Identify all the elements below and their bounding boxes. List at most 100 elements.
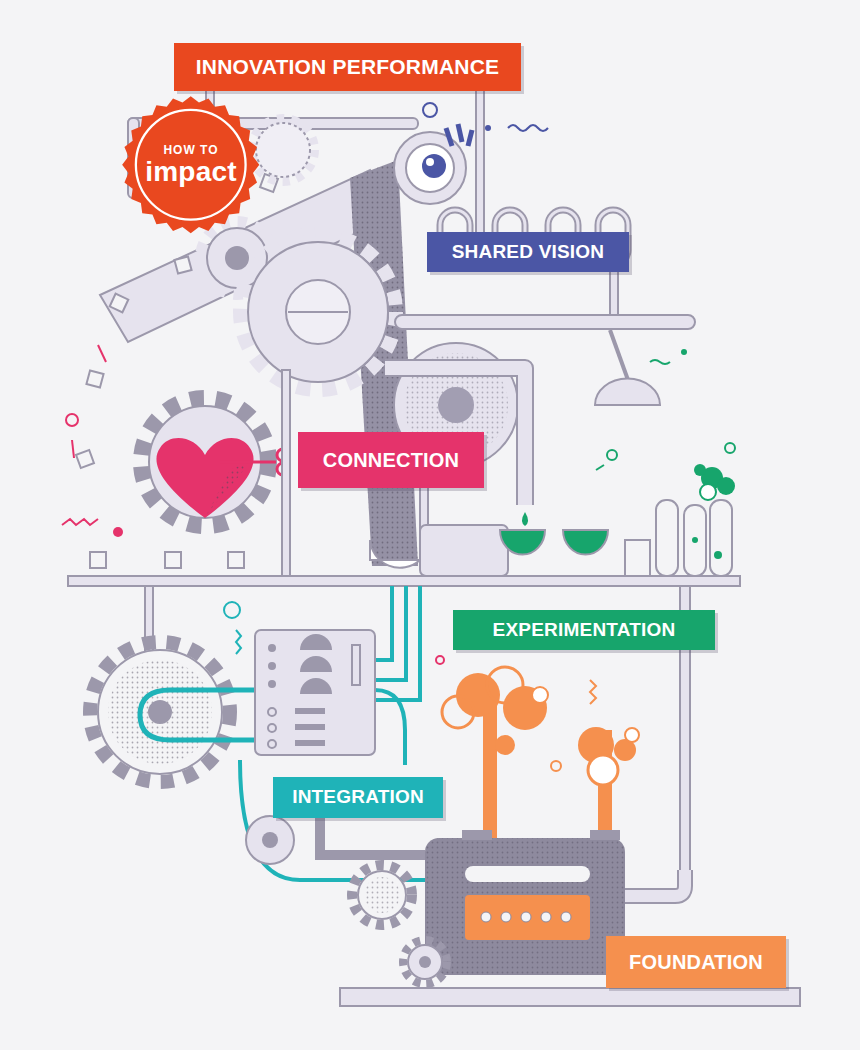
gear-body: [248, 242, 388, 382]
box-label: CONNECTION: [323, 449, 459, 471]
cube: [76, 450, 94, 468]
foam: [717, 477, 735, 495]
knob: [268, 680, 276, 688]
knob: [268, 662, 276, 670]
label-box: INTEGRATION: [273, 777, 443, 818]
box-label: INNOVATION PERFORMANCE: [196, 55, 499, 78]
lamp-shade: [595, 379, 660, 405]
spark: [98, 345, 106, 362]
eye-glint: [426, 158, 434, 166]
test-tube: [710, 500, 732, 576]
furnace-vent: [465, 866, 590, 882]
smoke: [532, 687, 548, 703]
bubble: [714, 551, 722, 559]
badge-word: impact: [145, 158, 236, 186]
wire: [375, 586, 392, 660]
dot: [681, 349, 687, 355]
gear-hub: [148, 700, 172, 724]
gear-teeth: [252, 119, 314, 181]
gauge: [300, 634, 332, 650]
gear-body: [358, 871, 406, 919]
belt: [140, 690, 255, 740]
furnace-collar: [590, 830, 620, 840]
wheel: [246, 816, 294, 864]
lamp-arm: [610, 330, 628, 380]
seal-ring: [136, 110, 246, 220]
spark: [596, 465, 604, 470]
panel-light: [561, 912, 571, 922]
box-label: SHARED VISION: [452, 242, 605, 263]
heart: [156, 438, 253, 518]
panel-light: [521, 912, 531, 922]
bubble: [551, 761, 561, 771]
bubble: [725, 443, 735, 453]
header-box: INNOVATION PERFORMANCE: [174, 43, 521, 91]
post: [610, 265, 618, 320]
foam: [694, 464, 706, 476]
squiggle: [62, 519, 98, 525]
post: [282, 370, 290, 576]
eye-lash: [446, 128, 452, 146]
spark: [72, 440, 74, 458]
pipe-outline: [625, 870, 685, 896]
gauge: [300, 678, 332, 694]
switch: [295, 724, 325, 730]
eye-lash: [468, 130, 472, 146]
smoke: [625, 728, 639, 742]
gear-hub: [225, 246, 249, 270]
label-box: SHARED VISION: [427, 232, 629, 272]
gear-hub: [419, 956, 431, 968]
smoke-stack: [483, 700, 497, 840]
base-plate: [340, 988, 800, 1006]
tube: [625, 540, 650, 576]
post: [476, 90, 484, 235]
bubble: [66, 414, 78, 426]
test-tube: [656, 500, 678, 576]
wire: [375, 586, 406, 680]
pipe: [395, 315, 695, 329]
switch: [295, 740, 325, 746]
eye-lash: [458, 124, 462, 142]
gear-shade: [108, 660, 212, 764]
cube: [165, 552, 181, 568]
cube: [110, 294, 129, 313]
vessel-box: [420, 525, 508, 576]
furnace-collar: [462, 830, 492, 840]
eye-ball: [406, 144, 454, 192]
drip: [522, 512, 528, 526]
eye-pupil: [422, 154, 446, 178]
knob: [268, 708, 276, 716]
slider: [352, 645, 360, 685]
smoke: [442, 696, 474, 728]
gear-teeth: [240, 234, 396, 390]
key-stem: [220, 461, 276, 464]
panel-light: [541, 912, 551, 922]
beaker: [563, 530, 608, 555]
label-box: CONNECTION: [298, 432, 484, 488]
gear-body: [408, 945, 442, 979]
gear-shade: [364, 877, 400, 913]
smoke: [588, 755, 618, 785]
box-label: INTEGRATION: [292, 787, 424, 808]
gear-teeth: [352, 865, 412, 925]
cube: [86, 370, 103, 387]
gear-teeth: [90, 642, 230, 782]
shelf: [68, 576, 740, 586]
squiggle: [236, 630, 241, 654]
badge-kicker: HOW TO: [163, 144, 218, 156]
knob: [268, 644, 276, 652]
scoop: [370, 540, 420, 568]
pipe: [320, 818, 425, 855]
smoke: [495, 735, 515, 755]
dot: [113, 527, 123, 537]
beaker: [500, 530, 545, 555]
furnace: [425, 838, 625, 975]
wheel-hub: [262, 832, 278, 848]
test-tube: [684, 505, 706, 576]
dot: [485, 125, 491, 131]
wire: [375, 690, 405, 765]
bubble: [692, 537, 698, 543]
knob: [268, 740, 276, 748]
wire: [375, 586, 420, 700]
